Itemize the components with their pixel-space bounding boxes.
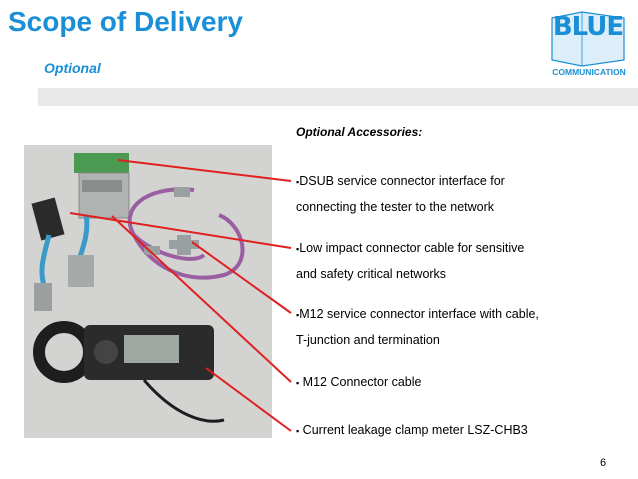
logo-word: BLUE (552, 12, 624, 42)
item-line: connecting the tester to the network (296, 200, 495, 214)
list-item: ▪M12 service connector interface with ca… (296, 302, 586, 353)
page-number: 6 (600, 457, 607, 469)
list-item: ▪ M12 Connector cable (296, 370, 586, 396)
item-line: Current leakage clamp meter LSZ-CHB3 (299, 423, 528, 437)
list-item: ▪Low impact connector cable for sensitiv… (296, 236, 586, 287)
bullet-icon: ▪ (296, 244, 300, 254)
logo-tagline: COMMUNICATION (552, 67, 626, 77)
item-line: T-junction and termination (296, 333, 440, 347)
item-line: M12 service connector interface with cab… (299, 307, 539, 321)
item-line: M12 Connector cable (299, 375, 422, 389)
list-item: ▪DSUB service connector interface for co… (296, 169, 586, 220)
pointer-line-m12-interface (191, 241, 292, 314)
blue-communication-logo (551, 11, 625, 67)
bullet-icon: ▪ (296, 426, 300, 436)
header-band (0, 88, 638, 106)
item-line: Low impact connector cable for sensitive (299, 241, 525, 255)
pointer-line-low-impact (69, 212, 292, 249)
pointer-line-m12-cable (111, 215, 292, 383)
pointer-line-clamp-meter (205, 367, 292, 432)
slide-subtitle: Optional (44, 60, 101, 76)
list-item: ▪ Current leakage clamp meter LSZ-CHB3 (296, 418, 586, 444)
bullet-icon: ▪ (296, 310, 300, 320)
pointer-line-dsub (117, 159, 292, 182)
slide-title: Scope of Delivery (8, 6, 243, 37)
item-line: and safety critical networks (296, 267, 447, 281)
item-line: DSUB service connector interface for (299, 174, 505, 188)
bullet-icon: ▪ (296, 177, 300, 187)
product-photo (24, 145, 272, 438)
header-band-gap (0, 88, 38, 106)
bullet-icon: ▪ (296, 378, 300, 388)
accessories-heading: Optional Accessories: (296, 125, 423, 139)
